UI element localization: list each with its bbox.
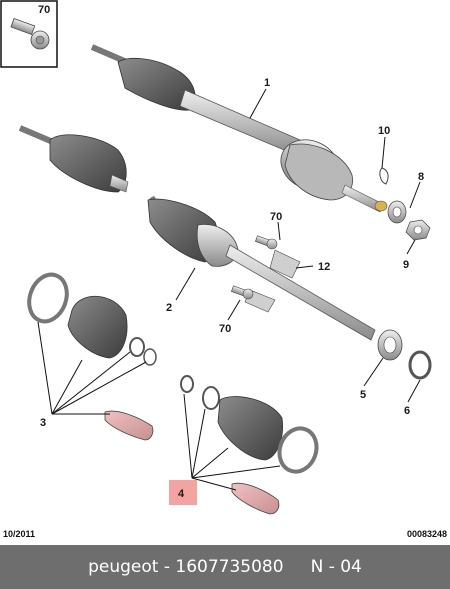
date-code: 10/2011 <box>3 529 36 539</box>
boot-kit-4 <box>180 375 319 515</box>
left-lower-shaft <box>18 125 129 193</box>
nut-9 <box>405 219 431 241</box>
callout-4: 4 <box>178 488 185 500</box>
upper-drive-shaft <box>90 44 388 213</box>
callout-1: 1 <box>264 77 270 89</box>
drawing-number: 00083248 <box>406 529 447 539</box>
bolt-icon <box>10 17 50 50</box>
washer-8 <box>387 200 407 224</box>
leader-lines <box>37 88 421 491</box>
footer-bar: peugeot - 1607735080 N - 04 <box>0 545 450 589</box>
seal-5 <box>377 329 403 361</box>
middle-drive-shaft <box>147 195 376 341</box>
highlight-box <box>169 480 197 505</box>
boot-kit-3 <box>27 272 157 441</box>
callout-6: 6 <box>404 405 410 417</box>
bolt-lower <box>231 285 254 300</box>
footer-text: peugeot - 1607735080 N - 04 <box>88 557 362 577</box>
inset-label: 70 <box>38 4 50 16</box>
callout-8: 8 <box>418 171 424 183</box>
callout-5: 5 <box>360 389 366 401</box>
callout-9: 9 <box>403 259 409 271</box>
callout-70-lower: 70 <box>219 323 231 335</box>
callout-2: 2 <box>166 302 172 314</box>
ring-6 <box>408 350 432 380</box>
bolt-upper <box>255 235 278 250</box>
callout-70-upper: 70 <box>270 211 282 223</box>
callout-3: 3 <box>40 417 46 429</box>
inset-bolt-box <box>0 0 58 68</box>
callout-12: 12 <box>318 261 330 273</box>
callout-10: 10 <box>378 125 390 137</box>
split-pin <box>379 167 389 185</box>
